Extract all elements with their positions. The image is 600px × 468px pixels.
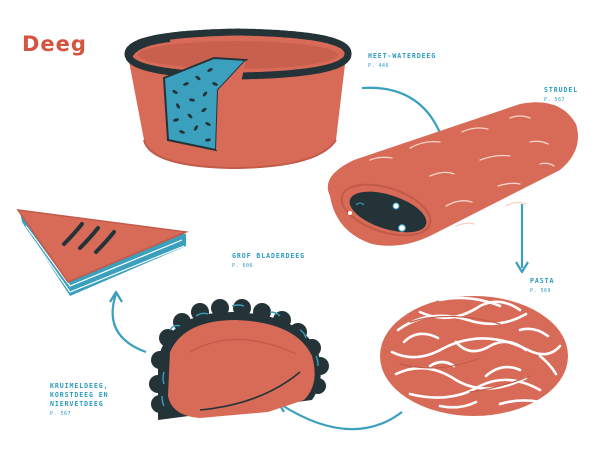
pasty-icon [149,299,329,420]
page-ref-kruimeldeeg: p. 567 [50,411,72,417]
label-kruimeldeeg-line-3: niervetdeeg [50,400,104,408]
arrow-pasty-to-puff-icon [109,290,147,354]
page-ref-strudel: p. 567 [544,97,566,103]
label-kruimeldeeg-line-2: korstdeeg en [50,391,109,399]
page-ref-heet-waterdeeg: p. 446 [368,63,390,69]
label-grof-bladerdeeg-text: Grof bladerdeeg [232,252,306,260]
label-strudel: Strudel p. 567 [544,86,578,105]
page-ref-pasta: p. 569 [530,288,552,294]
page-title: Deeg [22,32,87,56]
label-strudel-text: Strudel [544,86,579,94]
label-pasta-text: Pasta [530,277,555,285]
label-pasta: Pasta p. 569 [530,277,554,296]
arrow-strudel-to-pasta-icon [515,204,529,274]
label-kruimeldeeg: Kruimeldeeg, korstdeeg en niervetdeeg p.… [50,382,108,419]
label-heet-waterdeeg: Heet-waterdeeg p. 446 [368,52,436,71]
puff-pastry-icon [16,209,189,296]
page-ref-grof-bladerdeeg: p. 606 [232,263,254,269]
label-heet-waterdeeg-text: Heet-waterdeeg [368,52,437,60]
label-kruimeldeeg-line-1: Kruimeldeeg, [50,382,109,390]
pie-icon [124,28,352,170]
strudel-icon [327,102,578,246]
arrow-pasta-to-pasty-icon [276,400,403,431]
label-grof-bladerdeeg: Grof bladerdeeg p. 606 [232,252,305,271]
pasta-icon [380,296,568,416]
